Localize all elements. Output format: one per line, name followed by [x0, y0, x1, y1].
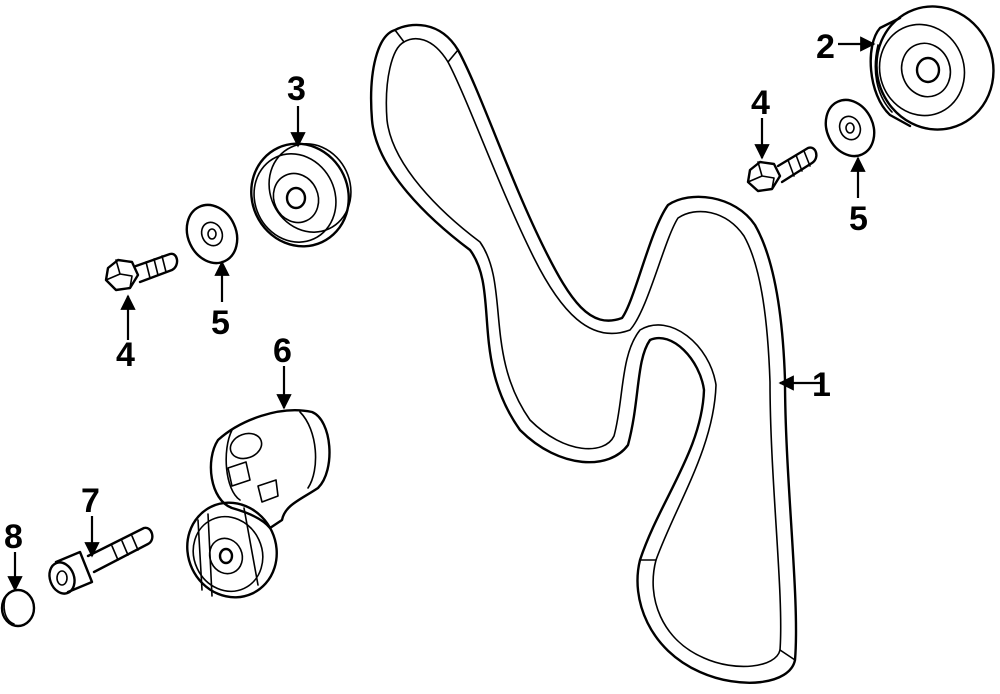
- callout-leaders: [7, 36, 876, 592]
- washer-right[interactable]: [817, 92, 883, 164]
- belt[interactable]: [369, 23, 798, 684]
- bolt-right[interactable]: [746, 146, 818, 193]
- callout-washer-left: 5: [211, 304, 230, 342]
- callout-idler-pulley-right: 2: [816, 28, 835, 66]
- callout-washer-right: 5: [849, 200, 868, 238]
- callout-cap: 8: [4, 518, 23, 556]
- bolt-left[interactable]: [104, 252, 179, 292]
- callout-idler-pulley-left: 3: [287, 70, 306, 108]
- tensioner-bolt[interactable]: [45, 526, 154, 597]
- washer-left[interactable]: [178, 197, 247, 272]
- callout-belt: 1: [812, 366, 831, 404]
- callout-bolt-left: 4: [116, 336, 135, 374]
- callout-bolt-right: 4: [751, 84, 770, 122]
- tensioner[interactable]: [172, 409, 331, 612]
- cap[interactable]: [0, 588, 36, 628]
- idler-pulley-right[interactable]: [859, 0, 1000, 146]
- callout-tensioner: 6: [273, 332, 292, 370]
- callout-labels: 1 2 3 4 4 5 5 6 7 8: [4, 28, 868, 556]
- callout-tensioner-bolt: 7: [81, 482, 100, 520]
- idler-pulley-left[interactable]: [235, 128, 366, 263]
